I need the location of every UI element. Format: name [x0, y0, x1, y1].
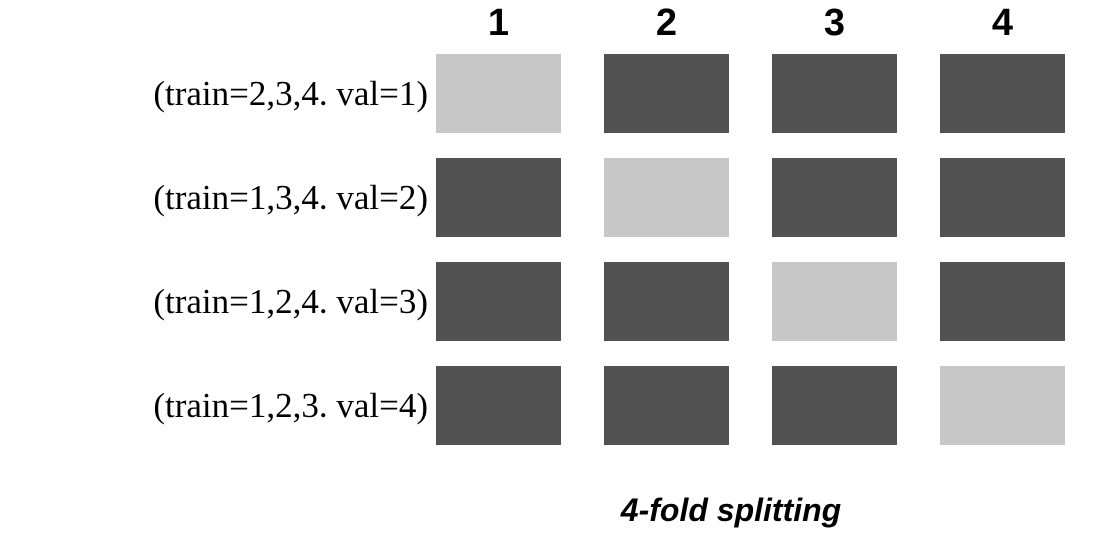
fold-cell [940, 366, 1065, 445]
fold-cell [772, 54, 897, 133]
fold-cell [436, 158, 561, 237]
column-header-2: 2 [655, 2, 678, 44]
fold-cell [604, 262, 729, 341]
fold-cell [772, 262, 897, 341]
fold-cell [940, 262, 1065, 341]
column-header-3: 3 [823, 2, 846, 44]
row-label-split-2: (train=1,3,4. val=2) [153, 178, 428, 217]
fold-cell [436, 262, 561, 341]
column-header-row: 1 2 3 4 [436, 0, 1066, 50]
fold-cell [604, 366, 729, 445]
column-header-1: 1 [487, 2, 510, 44]
fold-cell [940, 54, 1065, 133]
row-label-split-4: (train=1,2,3. val=4) [153, 386, 428, 425]
fold-cell [772, 366, 897, 445]
column-header-4: 4 [991, 2, 1014, 44]
row-label-split-1: (train=2,3,4. val=1) [153, 74, 428, 113]
fold-cell [940, 158, 1065, 237]
figure-caption: 4-fold splitting [620, 492, 842, 528]
fold-cell [604, 158, 729, 237]
fold-cell [436, 366, 561, 445]
row-label-split-3: (train=1,2,4. val=3) [153, 282, 428, 321]
fold-cell [436, 54, 561, 133]
fold-cell [772, 158, 897, 237]
fold-cell [604, 54, 729, 133]
